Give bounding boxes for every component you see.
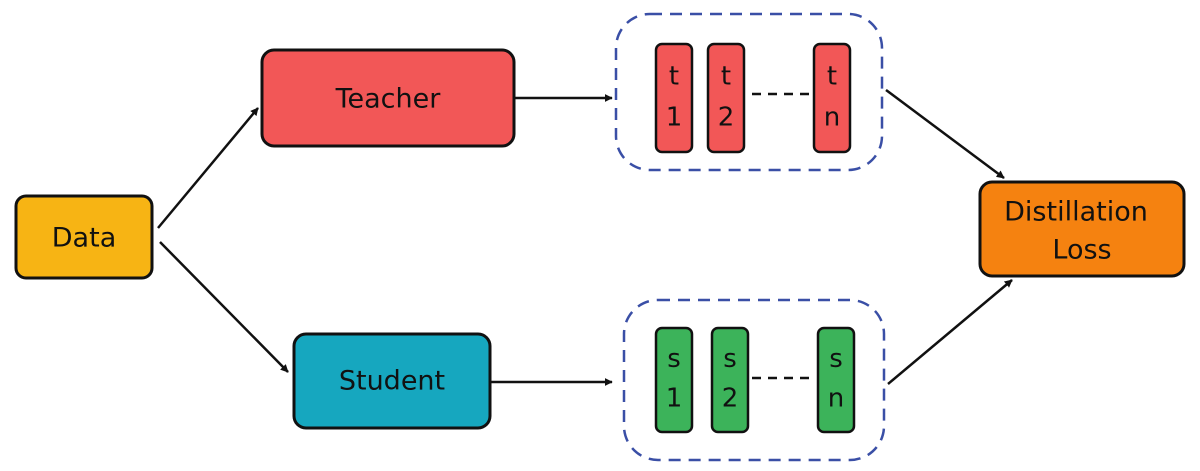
teacher-token-letter: t xyxy=(827,61,837,91)
teacher-label: Teacher xyxy=(335,84,442,115)
teacher-token-index: 2 xyxy=(718,102,735,132)
teacher-token-box xyxy=(654,42,694,154)
student-label: Student xyxy=(339,366,445,397)
teacher-token-3: tn xyxy=(812,42,852,154)
student-token-box xyxy=(710,326,750,434)
arrow-data-to-teacher xyxy=(157,107,259,229)
teacher-token-letter: t xyxy=(669,61,679,91)
teacher-token-1: t1 xyxy=(654,42,694,154)
student-token-3: sn xyxy=(816,326,856,434)
connectors xyxy=(157,88,1013,386)
teacher-token-box xyxy=(706,42,746,154)
student-token-group-border xyxy=(622,298,886,462)
student-token-index: 2 xyxy=(722,384,739,414)
student-token-index: n xyxy=(828,384,844,414)
teacher-token-box xyxy=(812,42,852,154)
loss-label-line2: Loss xyxy=(1052,235,1111,266)
data-label: Data xyxy=(52,223,116,254)
teacher-token-index: n xyxy=(824,102,840,132)
student-box xyxy=(292,332,492,430)
teacher-node: Teacher xyxy=(260,48,516,148)
teacher-token-letter: t xyxy=(721,61,731,91)
student-token-box xyxy=(654,326,694,434)
arrow-data-to-student xyxy=(159,241,289,373)
teacher-token-index: 1 xyxy=(666,102,683,132)
loss-node: Distillation Loss xyxy=(978,180,1186,278)
teacher-token-group-border xyxy=(614,12,884,172)
loss-box xyxy=(978,180,1186,278)
student-token-1: s1 xyxy=(654,326,694,434)
teacher-token-2: t2 xyxy=(706,42,746,154)
student-token-index: 1 xyxy=(666,384,683,414)
arrow-teacher-tokens-to-loss xyxy=(885,88,1005,180)
student-token-letter: s xyxy=(667,344,681,374)
student-token-letter: s xyxy=(829,344,843,374)
student-node: Student xyxy=(292,332,492,430)
student-token-letter: s xyxy=(723,344,737,374)
loss-label-line1: Distillation xyxy=(1004,197,1148,228)
student-token-2: s2 xyxy=(710,326,750,434)
teacher-box xyxy=(260,48,516,148)
arrow-student-tokens-to-loss xyxy=(887,279,1013,385)
student-token-box xyxy=(816,326,856,434)
data-box xyxy=(14,194,154,280)
data-node: Data xyxy=(14,194,154,280)
